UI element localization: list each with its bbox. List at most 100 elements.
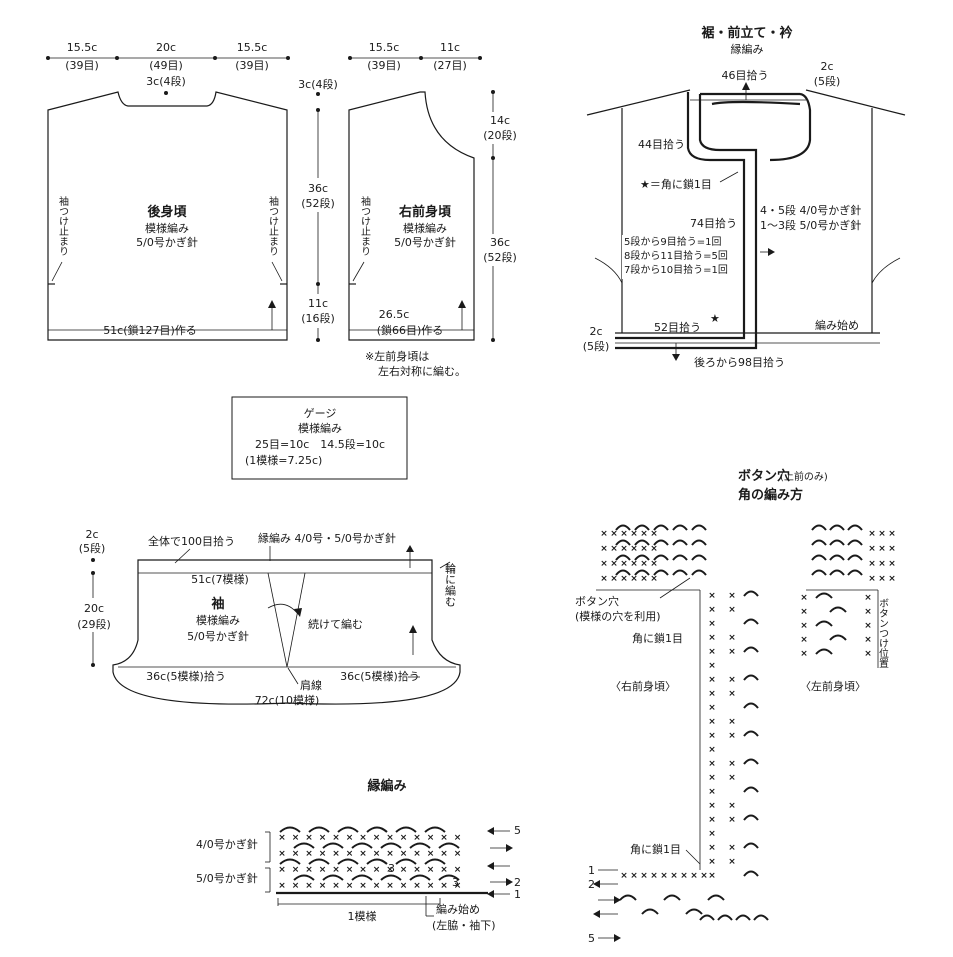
sc-stitch-symbol: × xyxy=(708,619,716,629)
sc-stitch-symbol: × xyxy=(600,529,608,539)
chain-arc-symbol xyxy=(743,730,759,737)
sc-stitch-symbol: × xyxy=(650,871,658,881)
v-mid1s: (52段) xyxy=(301,196,335,210)
sc-stitch-symbol: × xyxy=(864,621,872,631)
band-start: 編み始め xyxy=(815,318,859,332)
front-body-diagram: 15.5c (39目) 11c (27目) 右前身頃 模様編み 5/0号かぎ針 … xyxy=(348,41,482,378)
sc-stitch-symbol: × xyxy=(728,717,736,727)
band-bot-hs: (5段) xyxy=(583,339,610,353)
sc-stitch-symbol: × xyxy=(640,544,648,554)
sc-stitch-symbol: × xyxy=(386,833,394,843)
sleeve-pickup-all: 全体で100目拾う xyxy=(148,534,235,548)
chain-arc-symbol xyxy=(829,554,845,561)
chain-arc-symbol xyxy=(743,814,759,821)
sc-stitch-symbol: × xyxy=(878,544,886,554)
sc-stitch-symbol: × xyxy=(708,591,716,601)
sc-stitch-symbol: × xyxy=(728,647,736,657)
chain-arc-symbol xyxy=(615,554,631,561)
sleeve-diagram: 2c (5段) 20c (29段) 全体で100目拾う 縁編み 4/0号・5/0… xyxy=(75,528,461,707)
v-necks: (20段) xyxy=(483,128,517,142)
edge-hook-bottom: 5/0号かぎ針 xyxy=(196,871,258,885)
sc-stitch-symbol: × xyxy=(728,605,736,615)
sc-stitch-symbol: × xyxy=(708,689,716,699)
sc-stitch-symbol: × xyxy=(332,881,340,891)
front-sleeve-mark: 袖つけ止まり xyxy=(359,195,371,256)
chain-arc-symbol xyxy=(634,524,650,531)
sc-stitch-symbol: × xyxy=(319,833,327,843)
sc-stitch-symbol: × xyxy=(620,574,628,584)
sc-stitch-symbol: × xyxy=(878,559,886,569)
band-corner: ★＝角に鎖1目 xyxy=(640,177,712,191)
sc-stitch-symbol: × xyxy=(708,871,716,881)
sc-stitch-symbol: × xyxy=(305,881,313,891)
sc-stitch-symbol: × xyxy=(878,574,886,584)
back-title: 後身頃 xyxy=(147,204,187,220)
chain-arc-symbol xyxy=(438,874,460,881)
chain-arc-symbol xyxy=(743,702,759,709)
right-front-symbols: ××××××××××××××××××××××××××××××××××××××××… xyxy=(600,524,769,921)
sc-stitch-symbol: × xyxy=(680,871,688,881)
sc-stitch-symbol: × xyxy=(728,731,736,741)
sleeve-shoulder: 肩線 xyxy=(300,678,322,692)
sc-stitch-symbol: × xyxy=(454,849,462,859)
chain-arc-symbol xyxy=(366,826,388,833)
chain-arc-symbol xyxy=(308,858,330,865)
sc-stitch-symbol: × xyxy=(800,649,808,659)
chain-arc-symbol xyxy=(691,524,707,531)
sc-stitch-symbol: × xyxy=(400,833,408,843)
sc-stitch-symbol: × xyxy=(708,605,716,615)
sc-stitch-symbol: × xyxy=(728,591,736,601)
sc-stitch-symbol: × xyxy=(427,881,435,891)
v-neck: 14c xyxy=(490,114,510,127)
chain-arc-symbol xyxy=(366,858,388,865)
front-dim-2: 11c xyxy=(440,41,460,54)
back-sleeve-mark-left: 袖つけ止まり xyxy=(57,195,69,256)
back-dim-1: 15.5c xyxy=(67,41,98,54)
sc-stitch-symbol: × xyxy=(878,529,886,539)
edge-row-2: 2 xyxy=(514,876,521,889)
sc-stitch-symbol: × xyxy=(292,881,300,891)
band-neck-side: 44目拾う xyxy=(638,137,685,151)
chain-arc-symbol xyxy=(634,569,650,576)
chain-arc-symbol xyxy=(691,569,707,576)
chain-arc-symbol xyxy=(672,539,688,546)
chain-arc-symbol xyxy=(337,826,359,833)
sleeve-round: 輪に編む xyxy=(444,562,457,607)
sleeve-top-hs: (5段) xyxy=(79,541,106,555)
sc-stitch-symbol: × xyxy=(708,745,716,755)
sc-stitch-symbol: × xyxy=(386,849,394,859)
sc-stitch-symbol: × xyxy=(400,849,408,859)
bh-right-front: 〈右前身頃〉 xyxy=(610,679,676,693)
sc-stitch-symbol: × xyxy=(728,633,736,643)
sc-stitch-symbol: × xyxy=(630,574,638,584)
chain-arc-symbol xyxy=(699,914,715,921)
sleeve-continue: 続けて編む xyxy=(308,617,363,631)
sc-stitch-symbol: × xyxy=(690,871,698,881)
front-neck-depth: 3c(4段) xyxy=(298,77,338,91)
chain-arc-symbol xyxy=(293,842,315,849)
buttonhole-chart: ボタン穴 (上前のみ) 角の編み方 ××××××××××××××××××××××… xyxy=(575,468,896,945)
chain-arc-symbol xyxy=(615,539,631,546)
bh-row-1: 1 xyxy=(588,864,595,877)
back-neck-depth: 3c(4段) xyxy=(146,74,186,88)
chain-arc-symbol xyxy=(351,874,373,881)
back-hook: 5/0号かぎ針 xyxy=(136,235,198,249)
chain-arc-symbol xyxy=(351,842,373,849)
front-hook: 5/0号かぎ針 xyxy=(394,235,456,249)
bh-row-2: 2 xyxy=(588,878,595,891)
edge-start: 編み始め xyxy=(436,902,480,916)
back-st-2: (49目) xyxy=(149,59,183,72)
chain-arc-symbol xyxy=(707,894,725,901)
back-dim-3: 15.5c xyxy=(237,41,268,54)
front-st-1: (39目) xyxy=(367,59,401,72)
sc-stitch-symbol: × xyxy=(630,544,638,554)
chain-arc-symbol xyxy=(691,539,707,546)
edge-chart: 縁編み ××××××××××××××××××××××××××××××××××××… xyxy=(196,778,521,932)
bh-corner: 角に鎖1目 xyxy=(632,631,683,645)
sc-stitch-symbol: × xyxy=(278,833,286,843)
sc-stitch-symbol: × xyxy=(440,833,448,843)
sc-stitch-symbol: × xyxy=(708,787,716,797)
bh-label-note: (模様の穴を利用) xyxy=(575,609,661,623)
sc-stitch-symbol: × xyxy=(610,529,618,539)
sc-stitch-symbol: × xyxy=(640,574,648,584)
